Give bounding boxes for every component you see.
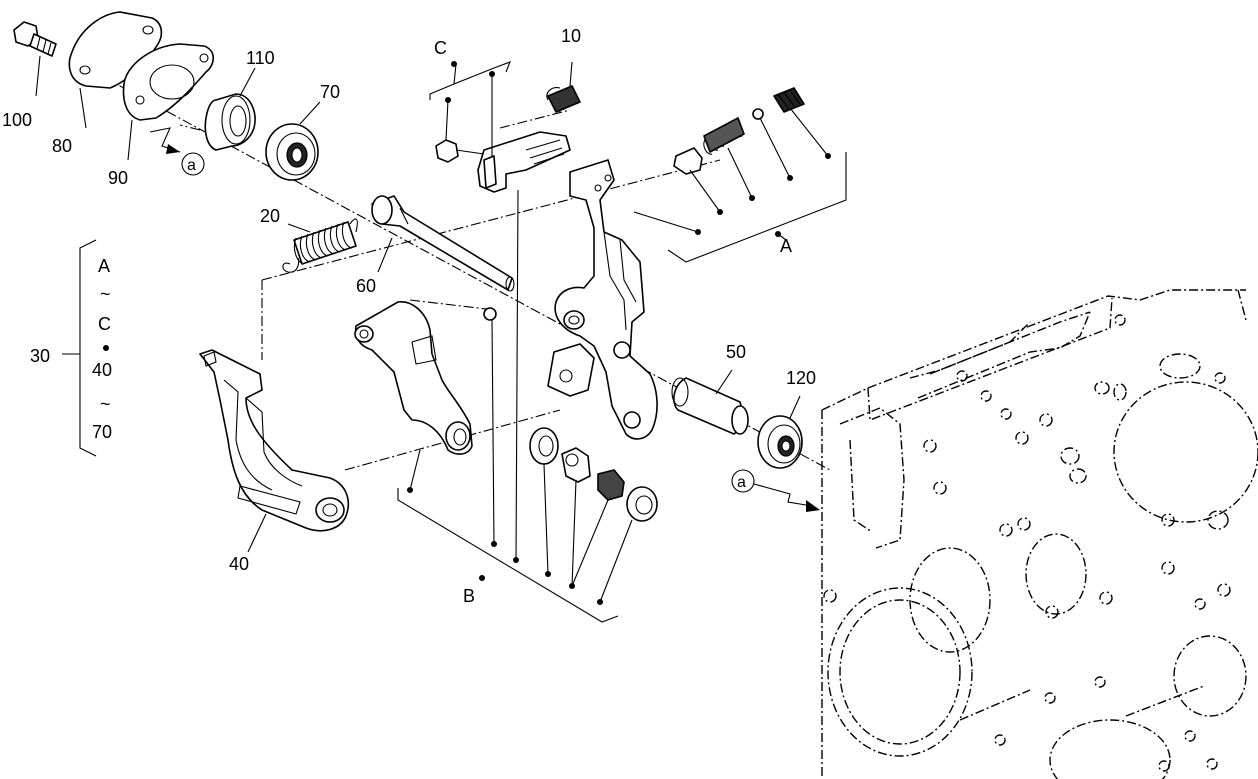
bracket-30 bbox=[62, 239, 109, 457]
cover-plate-80 bbox=[68, 11, 163, 129]
label-20: 20 bbox=[260, 206, 280, 226]
reference-label-a-bottom: a bbox=[737, 474, 746, 491]
bracket-c bbox=[429, 61, 511, 156]
spring-20 bbox=[282, 218, 358, 273]
label-10: 10 bbox=[561, 26, 581, 46]
bracket-b bbox=[397, 189, 633, 623]
bracket-30-line3: C bbox=[98, 314, 111, 334]
bracket-a bbox=[633, 107, 847, 263]
bracket-30-line1: A bbox=[98, 256, 110, 276]
reference-mark-a-top bbox=[149, 127, 205, 176]
bearing-120 bbox=[757, 395, 803, 469]
callout-labels: 10 20 30 40 50 60 70 80 90 100 110 120 A… bbox=[2, 26, 816, 606]
shaft-60 bbox=[371, 195, 515, 292]
group-label-c: C bbox=[434, 38, 447, 58]
group-b-small-parts bbox=[529, 427, 658, 522]
label-100: 100 bbox=[2, 110, 32, 130]
reference-label-a-top: a bbox=[187, 157, 196, 174]
label-90: 90 bbox=[108, 168, 128, 188]
governor-lever-center bbox=[354, 301, 497, 455]
label-80: 80 bbox=[52, 136, 72, 156]
label-50: 50 bbox=[726, 342, 746, 362]
sleeve-50 bbox=[671, 369, 749, 435]
label-120: 120 bbox=[786, 368, 816, 388]
bracket-30-line7: 70 bbox=[92, 422, 112, 442]
group-label-b: B bbox=[463, 586, 475, 606]
label-110: 110 bbox=[246, 48, 275, 68]
bracket-30-line2: ~ bbox=[100, 284, 111, 304]
bracket-30-line6: ~ bbox=[100, 394, 111, 414]
gasket-90 bbox=[122, 43, 215, 161]
bolt-100 bbox=[13, 21, 57, 97]
reference-mark-a-bottom bbox=[731, 469, 820, 512]
bushing-110 bbox=[204, 67, 256, 151]
label-60: 60 bbox=[356, 276, 376, 296]
bracket-30-line5: 40 bbox=[92, 360, 112, 380]
lever-40 bbox=[199, 349, 350, 553]
label-40: 40 bbox=[229, 554, 249, 574]
label-70: 70 bbox=[320, 82, 340, 102]
label-30: 30 bbox=[30, 346, 50, 366]
group-label-a: A bbox=[780, 236, 792, 256]
engine-block bbox=[821, 289, 1258, 779]
group-a-parts bbox=[673, 87, 805, 175]
bearing-70 bbox=[265, 101, 321, 181]
group-c-parts bbox=[435, 61, 581, 193]
governor-lever-right bbox=[547, 159, 658, 440]
